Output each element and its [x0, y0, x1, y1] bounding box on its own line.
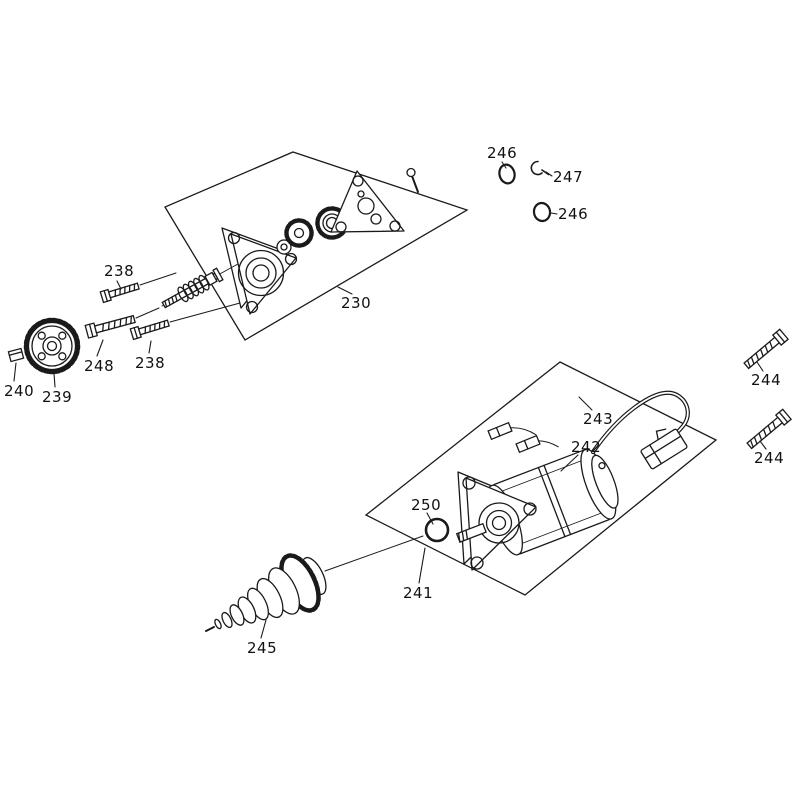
part-label-243: 243: [583, 410, 614, 428]
leader-lines: [13, 161, 767, 639]
clip-247: [530, 160, 550, 176]
part-label-244-bottom: 244: [754, 449, 785, 467]
assembly-axis-line-241: [324, 535, 424, 572]
part-label-247: 247: [553, 168, 584, 186]
part-label-244-top: 244: [751, 371, 782, 389]
bolt-238-left: [129, 317, 171, 341]
bolt-244-top: [741, 328, 789, 372]
part-label-239: 239: [42, 388, 73, 406]
frame-241-outline: [364, 361, 718, 596]
part-label-250: 250: [411, 496, 442, 514]
part-label-240: 240: [4, 382, 35, 400]
part-label-245: 245: [247, 639, 278, 657]
mounting-bracket-plate: [330, 170, 405, 233]
part-label-242: 242: [571, 438, 602, 456]
starter-shaft-spring: [161, 262, 240, 309]
part-label-241: 241: [403, 584, 434, 602]
o-ring-250: [424, 517, 450, 543]
motor-mounting-flange: [462, 476, 537, 571]
thrust-washer: [276, 239, 292, 255]
part-label-238-top: 238: [104, 262, 135, 280]
idle-gear-small: [284, 218, 314, 248]
part-label-246-top: 246: [487, 144, 518, 162]
o-ring-246-top: [498, 163, 516, 185]
o-ring-246-bottom: [532, 201, 552, 223]
frame-230-outline: [164, 151, 469, 341]
motor-pinion-shaft: [455, 522, 487, 543]
part-label-246-bottom: 246: [558, 205, 589, 223]
starter-cable-243: [487, 390, 690, 470]
bolt-248: [84, 312, 137, 339]
starter-clutch-245: [205, 553, 327, 632]
starter-sprocket-239: [23, 317, 81, 375]
bracket-screw: [406, 167, 419, 193]
part-label-238-left: 238: [135, 354, 166, 372]
part-label-230: 230: [341, 294, 372, 312]
part-label-248: 248: [84, 357, 115, 375]
nut-240: [7, 347, 25, 363]
reduction-gear-housing: [221, 227, 298, 315]
bolt-238-top: [99, 280, 141, 304]
bolt-244-bottom: [744, 408, 792, 452]
assembly-axis-lines-230: [135, 272, 241, 323]
